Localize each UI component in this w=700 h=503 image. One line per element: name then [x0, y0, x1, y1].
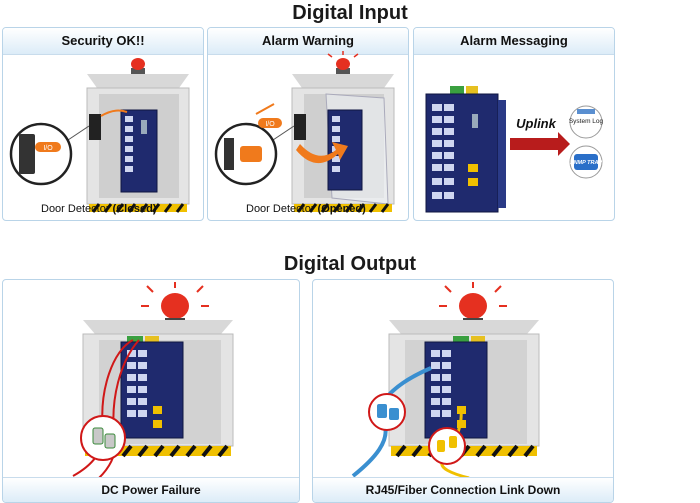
alarm-flash-rays	[327, 51, 359, 58]
sensor-cable	[255, 103, 275, 115]
alarm-warning-caption: Door Detector (Opened)	[246, 203, 366, 215]
digital-output-title: Digital Output	[283, 253, 417, 275]
sensor-cable	[100, 109, 128, 117]
alarm-base	[336, 68, 350, 74]
dc-power-failure-illustration	[72, 282, 234, 479]
detector-magnet-icon	[240, 146, 262, 162]
terminal-block-yellow	[471, 336, 485, 342]
cabinet-top	[292, 74, 394, 88]
detector-body-icon	[19, 134, 35, 174]
terminal-block-green	[450, 86, 464, 94]
hazard-stripe-marks	[91, 203, 185, 213]
snmp-trap-label: SNMP TRAP	[570, 160, 603, 166]
alarm-light-icon	[131, 58, 145, 70]
door-sensor-icon	[89, 114, 101, 140]
zoom-pointer	[269, 125, 295, 143]
alarm-messaging-header: Alarm Messaging	[414, 28, 614, 55]
switch-status-led	[472, 114, 478, 128]
link-down-illustration	[351, 282, 540, 480]
alarm-flash-rays	[439, 282, 507, 307]
cabinet-top	[389, 320, 539, 334]
rj45-plug-icon	[377, 404, 387, 418]
alarm-light-icon	[336, 58, 350, 70]
alarm-messaging-panel: Alarm Messaging Uplink System Log	[413, 27, 615, 221]
terminal-block-green	[453, 336, 469, 342]
zoom-pointer	[64, 125, 90, 143]
io-connector-icon	[258, 118, 282, 128]
detector-body-icon	[224, 138, 234, 170]
link-down-panel: RJ45/Fiber Connection Link Down	[312, 279, 614, 503]
alarm-messaging-illustration: Uplink System Log SNMP TRAP	[425, 86, 604, 213]
io-label: I/O	[265, 121, 275, 128]
security-ok-illustration: I/O	[9, 58, 190, 213]
switch-status-led	[141, 120, 147, 134]
alarm-warning-panel: Alarm Warning	[207, 27, 409, 221]
power-plug-icon	[92, 427, 104, 445]
caption-prefix: Door Detector	[246, 203, 318, 215]
caption-state: (Opened)	[317, 203, 366, 215]
caption-state: (Closed)	[112, 203, 157, 215]
link-down-footer: RJ45/Fiber Connection Link Down	[313, 477, 613, 502]
system-log-header-bar	[577, 109, 595, 114]
alarm-base	[131, 68, 145, 74]
switch-ports	[125, 116, 133, 172]
hazard-stripe	[294, 204, 392, 212]
switch-side-panel	[498, 100, 506, 208]
hazard-stripe	[89, 204, 187, 212]
caption-prefix: Door Detector	[41, 203, 113, 215]
alarm-light-icon	[161, 293, 189, 319]
dc-power-failure-footer: DC Power Failure	[3, 477, 299, 502]
security-ok-panel: Security OK!! I/O	[2, 27, 204, 221]
digital-input-title: Digital Input	[292, 2, 408, 24]
cabinet-top	[87, 74, 189, 88]
terminal-block-yellow	[145, 336, 159, 342]
door-open-arrow-icon	[296, 142, 348, 164]
terminal-block-yellow	[466, 86, 478, 94]
snmp-trap-badge	[574, 154, 598, 170]
dc-power-failure-panel: DC Power Failure	[2, 279, 300, 503]
switch-ports	[431, 350, 451, 417]
terminal-block-green	[127, 336, 143, 342]
alarm-warning-header: Alarm Warning	[208, 28, 408, 55]
security-ok-caption: Door Detector (Closed)	[41, 203, 157, 215]
system-log-label: System Log	[569, 118, 604, 125]
alarm-flash-rays	[141, 282, 209, 307]
switch-device-icon	[120, 109, 158, 193]
door-sensor-icon	[294, 114, 306, 140]
security-ok-header: Security OK!!	[3, 28, 203, 55]
sfp-ports	[468, 164, 478, 186]
uplink-label: Uplink	[516, 116, 556, 131]
switch-ports	[432, 104, 454, 199]
fiber-zoom-bubble	[428, 427, 466, 465]
hazard-stripe-marks	[296, 203, 390, 213]
io-label: I/O	[43, 145, 53, 152]
sfp-ports	[153, 406, 162, 428]
uplink-arrow-icon	[510, 132, 570, 156]
power-socket-icon	[104, 433, 116, 449]
alarm-light-icon	[459, 293, 487, 319]
rj45-socket-icon	[389, 408, 399, 420]
fiber-socket-icon	[449, 436, 457, 448]
switch-ports	[127, 350, 147, 417]
cabinet-top	[83, 320, 233, 334]
fiber-plug-icon	[437, 440, 445, 452]
alarm-warning-illustration: I/O	[214, 51, 395, 213]
io-connector-icon	[35, 142, 61, 152]
